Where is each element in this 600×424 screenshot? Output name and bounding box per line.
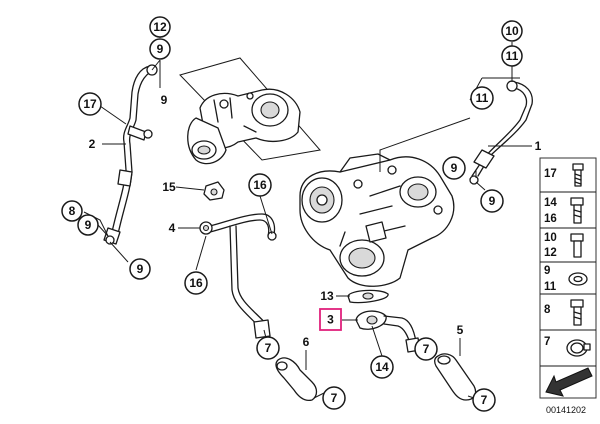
callout-16[interactable]: 16 — [248, 173, 272, 197]
callout-12[interactable]: 12 — [149, 16, 171, 38]
svg-text:9: 9 — [161, 93, 168, 107]
svg-text:8: 8 — [544, 304, 551, 316]
callout-7[interactable]: 7 — [256, 336, 280, 360]
svg-text:16: 16 — [189, 276, 203, 290]
svg-text:9: 9 — [157, 42, 164, 56]
gasket-13 — [347, 289, 389, 304]
svg-text:6: 6 — [303, 335, 310, 349]
gasket-15 — [203, 181, 225, 201]
svg-text:11: 11 — [506, 49, 519, 63]
hose-5 — [434, 353, 477, 401]
callout-10[interactable]: 10 — [501, 20, 523, 42]
callout-17[interactable]: 17 — [78, 92, 102, 116]
callout-11[interactable]: 11 — [501, 45, 523, 67]
oil-pipe-2 — [103, 64, 158, 245]
callout-2[interactable]: 2 — [89, 137, 96, 151]
screw-icon — [570, 299, 584, 326]
svg-text:7: 7 — [265, 341, 272, 355]
callout-9[interactable]: 9 — [480, 189, 504, 213]
svg-text:9: 9 — [489, 194, 496, 208]
hollow-bolt-icon — [570, 197, 584, 224]
bolt-icon — [572, 163, 584, 187]
svg-text:2: 2 — [89, 137, 96, 151]
small-turbocharger — [187, 88, 301, 165]
svg-text:1: 1 — [535, 139, 542, 153]
main-turbocharger — [299, 153, 455, 287]
svg-text:11: 11 — [476, 91, 489, 105]
callout-3-highlighted[interactable]: 3 — [319, 308, 342, 331]
svg-text:16: 16 — [544, 213, 557, 225]
callout-15[interactable]: 15 — [162, 180, 176, 194]
legend-row-17: 17 — [544, 163, 584, 187]
svg-text:16: 16 — [253, 178, 267, 192]
callout-14[interactable]: 14 — [370, 355, 394, 379]
hose-clamp-icon — [566, 339, 591, 357]
svg-text:9: 9 — [137, 262, 144, 276]
svg-text:12: 12 — [544, 247, 557, 259]
diagram-id: 00141202 — [546, 405, 586, 415]
legend-row-10-12: 10 12 — [544, 232, 584, 259]
callout-9[interactable]: 9 — [77, 214, 99, 236]
svg-text:10: 10 — [544, 232, 557, 244]
callout-9[interactable]: 9 — [149, 38, 171, 60]
hose-6 — [275, 357, 318, 402]
callout-13[interactable]: 13 — [320, 289, 334, 303]
oil-pipe-1 — [469, 80, 533, 185]
callout-7[interactable]: 7 — [472, 388, 496, 412]
legend-row-7: 7 — [544, 336, 591, 357]
callout-8[interactable]: 8 — [61, 200, 83, 222]
svg-text:9: 9 — [85, 218, 92, 232]
legend-row-9-11: 9 11 — [544, 265, 588, 293]
svg-text:9: 9 — [544, 265, 550, 277]
svg-text:9: 9 — [451, 161, 458, 175]
callout-1[interactable]: 1 — [535, 139, 542, 153]
svg-text:15: 15 — [162, 180, 176, 194]
svg-text:17: 17 — [544, 168, 557, 180]
gasket-3 — [355, 310, 387, 330]
oil-pipe-4 — [199, 213, 277, 339]
svg-text:7: 7 — [544, 336, 550, 348]
banjo-bolt-icon — [570, 233, 584, 258]
arrow-direction-icon — [545, 367, 593, 397]
svg-text:7: 7 — [423, 342, 430, 356]
svg-text:10: 10 — [505, 24, 519, 38]
svg-text:8: 8 — [69, 204, 76, 218]
legend-row-8: 8 — [544, 299, 584, 326]
legend-row-14-16: 14 16 — [544, 197, 584, 225]
svg-text:14: 14 — [544, 197, 557, 209]
callout-4[interactable]: 4 — [169, 221, 176, 235]
callout-5[interactable]: 5 — [457, 323, 464, 337]
callout-9[interactable]: 9 — [161, 93, 168, 107]
callout-16[interactable]: 16 — [184, 271, 208, 295]
svg-text:11: 11 — [544, 281, 557, 293]
callout-7[interactable]: 7 — [414, 337, 438, 361]
svg-text:5: 5 — [457, 323, 464, 337]
callout-7[interactable]: 7 — [322, 386, 346, 410]
svg-text:4: 4 — [169, 221, 176, 235]
svg-text:3: 3 — [327, 313, 334, 327]
svg-text:7: 7 — [331, 391, 338, 405]
svg-text:17: 17 — [83, 97, 97, 111]
svg-text:12: 12 — [153, 20, 167, 34]
callout-11[interactable]: 11 — [470, 86, 494, 110]
legend-panel — [539, 157, 597, 399]
svg-text:14: 14 — [375, 360, 389, 374]
callout-9[interactable]: 9 — [442, 156, 466, 180]
callout-9[interactable]: 9 — [129, 258, 151, 280]
callout-6[interactable]: 6 — [303, 335, 310, 349]
sealing-ring-icon — [568, 272, 588, 286]
svg-text:13: 13 — [320, 289, 334, 303]
svg-text:7: 7 — [481, 393, 488, 407]
